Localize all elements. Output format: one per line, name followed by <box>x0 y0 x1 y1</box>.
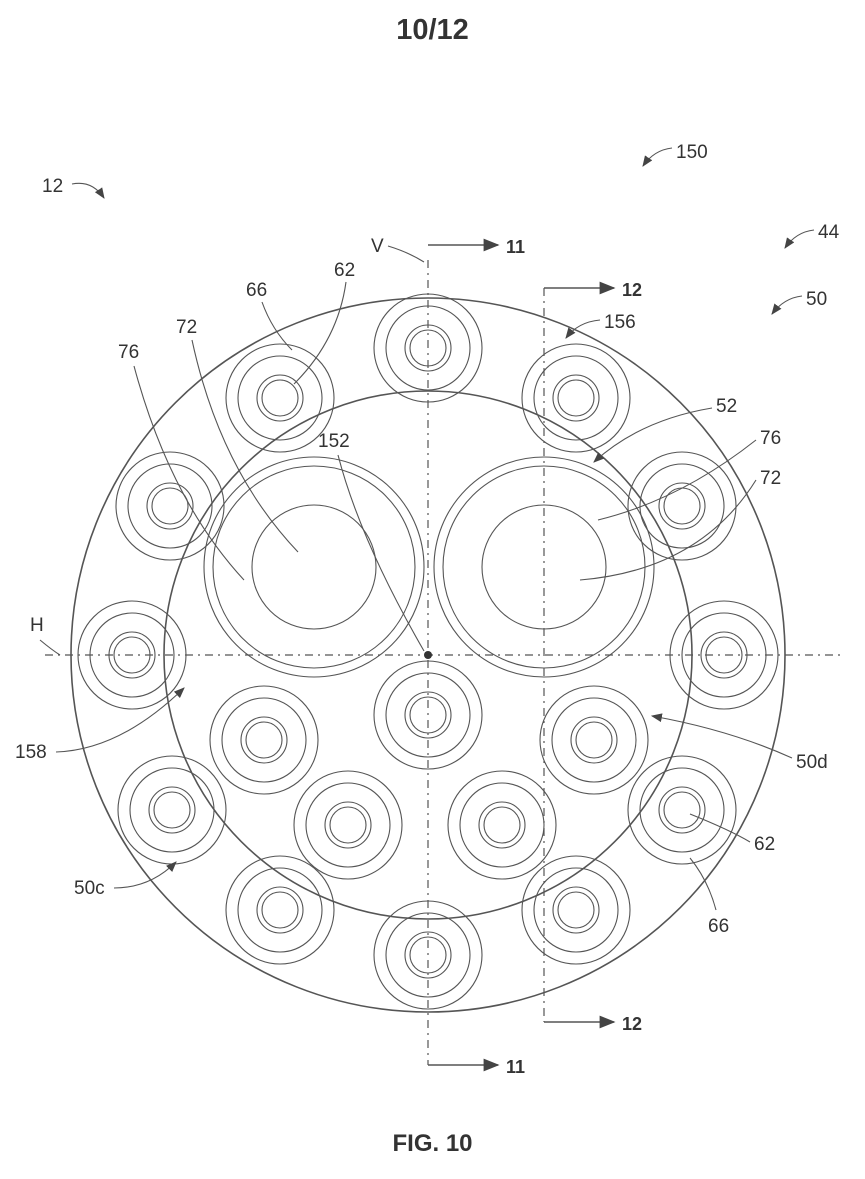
section-line-12 <box>543 281 616 1029</box>
ref-label-76-right: 76 <box>760 428 781 449</box>
section-marker-12-top: 12 <box>622 280 642 300</box>
ref-label-158: 158 <box>15 742 47 763</box>
ref-label-50c: 50c <box>74 878 105 899</box>
ref-label-150: 150 <box>676 142 708 163</box>
large-bore-left <box>203 456 425 678</box>
ref-label-50: 50 <box>806 289 827 310</box>
outer-ring-ports <box>77 293 779 1010</box>
port <box>627 451 737 561</box>
port <box>225 855 335 965</box>
port <box>447 770 557 880</box>
port <box>117 755 227 865</box>
port <box>209 685 319 795</box>
ref-label-66-top: 66 <box>246 280 267 301</box>
ref-label-62-top: 62 <box>334 260 355 281</box>
axis-label-v: V <box>371 236 384 257</box>
section-line-11 <box>428 238 500 1072</box>
ref-label-44: 44 <box>818 222 840 243</box>
section-marker-11-bottom: 11 <box>506 1057 525 1077</box>
ref-label-156: 156 <box>604 312 636 333</box>
ref-label-12: 12 <box>42 176 63 197</box>
port <box>225 343 335 453</box>
ref-label-50d: 50d <box>796 752 828 773</box>
section-marker-12-bottom: 12 <box>622 1014 642 1034</box>
ref-label-66-bottom: 66 <box>708 916 729 937</box>
ref-label-72-left: 72 <box>176 317 197 338</box>
ref-label-62-bottom: 62 <box>754 834 775 855</box>
ref-label-152: 152 <box>318 431 350 452</box>
ref-label-52: 52 <box>716 396 737 417</box>
port <box>521 343 631 453</box>
port <box>627 755 737 865</box>
inner-disk-ports <box>209 660 649 880</box>
port <box>521 855 631 965</box>
ref-label-76-left: 76 <box>118 342 139 363</box>
center-point <box>424 651 432 659</box>
axis-label-h: H <box>30 615 44 636</box>
port <box>293 770 403 880</box>
port <box>115 451 225 561</box>
port <box>539 685 649 795</box>
page-number: 10/12 <box>396 14 469 46</box>
section-marker-11-top: 11 <box>506 237 525 257</box>
ref-label-72-right: 72 <box>760 468 781 489</box>
figure-caption: FIG. 10 <box>392 1130 473 1157</box>
